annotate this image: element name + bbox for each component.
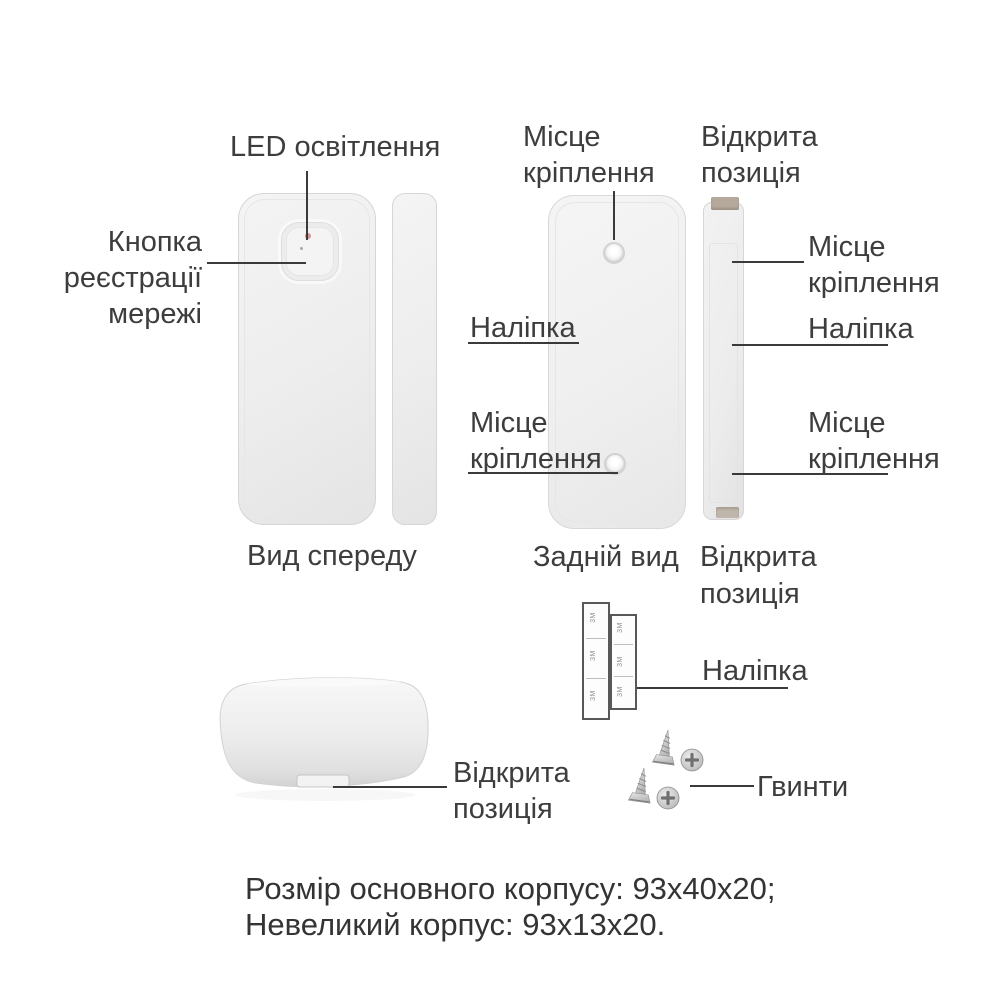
strip-3m-mark: 3M: [589, 650, 597, 661]
mount-left-label-line2: кріплення: [470, 443, 602, 475]
register-button-label: Кнопка реєстрації мережі: [40, 224, 202, 332]
open-view-caption-line2: позиція: [700, 578, 800, 610]
open-view-caption: Відкрита позиція: [700, 539, 817, 613]
pointer-line-mount-top: [613, 191, 615, 240]
pointer-line-sticker-bottom: [628, 687, 788, 689]
open-position-title: Відкрита позиція: [701, 119, 818, 191]
screw-pair-top: [650, 726, 705, 773]
back-body-inner-outline: [555, 202, 679, 522]
back-view-caption: Задній вид: [533, 541, 679, 573]
pointer-line-led: [306, 171, 308, 240]
pointer-line-mount-right-2: [732, 473, 888, 475]
strip-3m-mark: 3M: [616, 686, 624, 697]
mount-right-bottom-label-line2: кріплення: [808, 443, 940, 475]
bottom-view-top-highlight: [246, 677, 401, 688]
strip-3m-mark: 3M: [589, 690, 597, 701]
dimensions-line1: Розмір основного корпусу: 93x40x20;: [245, 871, 776, 906]
strip-divider: [614, 676, 633, 677]
pointer-line-sticker-left: [468, 342, 579, 344]
open-position-clip-bottom: [716, 507, 739, 518]
strip-3m-mark: 3M: [616, 622, 624, 633]
sensor-bottom-3d-view: [219, 677, 429, 801]
strip-3m-mark: 3M: [616, 656, 624, 667]
dimensions-text: Розмір основного корпусу: 93x40x20; Неве…: [245, 871, 776, 943]
led-label: LED освітлення: [230, 131, 441, 163]
led-indicator-dot: [305, 233, 311, 239]
open-position-title-line2: позиція: [701, 157, 801, 189]
pairing-button: [281, 222, 339, 281]
open-bottom-label-line1: Відкрита: [453, 757, 570, 789]
screws-label: Гвинти: [757, 771, 849, 803]
strip-divider: [586, 638, 606, 639]
register-button-label-line2: реєстрації: [63, 262, 202, 294]
strip-divider: [586, 678, 606, 679]
mount-hole-top: [603, 242, 625, 264]
adhesive-strip-left: 3M 3M 3M: [582, 602, 610, 720]
register-button-label-line1: Кнопка: [107, 226, 202, 258]
adhesive-strip-right: 3M 3M 3M: [610, 614, 637, 710]
open-view-caption-line1: Відкрита: [700, 541, 817, 573]
screws-illustration: [628, 726, 705, 811]
magnet-bar-inner-panel: [709, 243, 738, 503]
pointer-line-open-bottom: [333, 786, 447, 788]
bottom-view-body: [219, 677, 429, 788]
button-pinhole: [300, 247, 303, 250]
strip-3m-mark: 3M: [589, 612, 597, 623]
mount-left-label-line1: Місце: [470, 407, 548, 439]
pointer-line-sticker-right: [732, 344, 888, 346]
bottom-view-shadow: [235, 789, 415, 801]
front-view-caption: Вид спереду: [247, 540, 417, 572]
sensor-front-body: [238, 193, 376, 525]
pointer-line-screws: [690, 785, 754, 787]
mount-top-label: Місце кріплення: [523, 119, 655, 191]
open-position-clip-top: [711, 197, 739, 210]
strip-divider: [614, 644, 633, 645]
open-bottom-label: Відкрита позиція: [453, 755, 570, 827]
pointer-line-mount-right-1: [732, 261, 804, 263]
mount-right-top-label-line2: кріплення: [808, 267, 940, 299]
mount-top-label-line1: Місце: [523, 121, 601, 153]
sticker-bottom-label: Наліпка: [702, 655, 808, 687]
open-position-title-line1: Відкрита: [701, 121, 818, 153]
mount-hole-bottom: [604, 453, 626, 475]
mount-right-top-label: Місце кріплення: [808, 229, 940, 301]
sensor-back-body: [548, 195, 686, 529]
sticker-left-label: Наліпка: [470, 312, 576, 344]
mount-top-label-line2: кріплення: [523, 157, 655, 189]
screw-pair-bottom: [628, 764, 681, 811]
mount-right-bottom-label-line1: Місце: [808, 407, 886, 439]
open-bottom-label-line2: позиція: [453, 793, 553, 825]
dimensions-line2: Невеликий корпус: 93x13x20.: [245, 907, 666, 942]
open-position-slot: [296, 774, 350, 788]
mount-left-label: Місце кріплення: [470, 405, 602, 477]
pointer-line-mount-left: [468, 472, 618, 474]
register-button-label-line3: мережі: [108, 298, 202, 330]
sticker-right-label: Наліпка: [808, 313, 914, 345]
magnet-bar-side: [703, 202, 744, 520]
mount-right-top-label-line1: Місце: [808, 231, 886, 263]
pointer-line-button: [207, 262, 306, 264]
magnet-bar-front: [392, 193, 437, 525]
mount-right-bottom-label: Місце кріплення: [808, 405, 940, 477]
